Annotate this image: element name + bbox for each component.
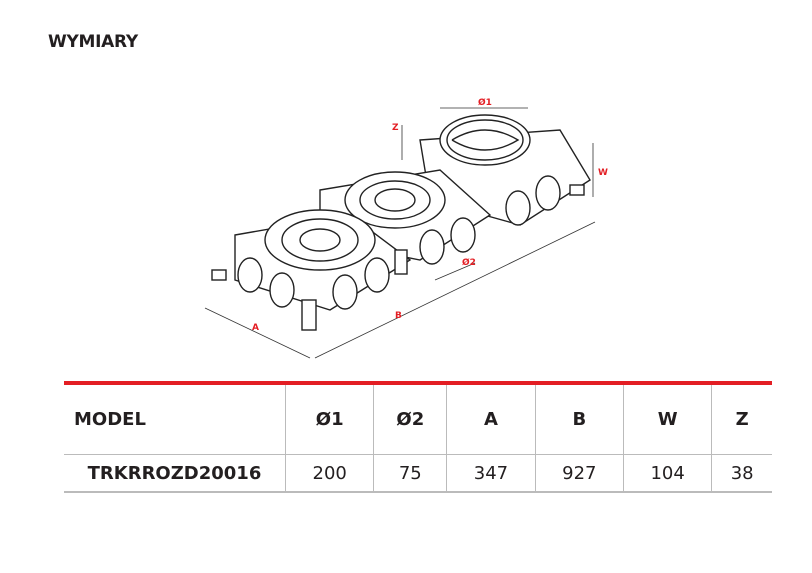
label-w: W: [598, 168, 608, 178]
cell-d2: 75: [373, 454, 448, 493]
label-d1: Ø1: [478, 97, 492, 108]
section-title: WYMIARY: [48, 32, 138, 52]
header-b: B: [535, 383, 624, 455]
label-b: B: [395, 311, 402, 321]
distributor-body: [211, 114, 591, 331]
label-d2: Ø2: [462, 257, 476, 268]
label-a: A: [252, 323, 259, 333]
header-w: W: [623, 383, 713, 455]
distributor-dimension-drawing: Ø1 Ø2 A B W Z: [204, 97, 608, 359]
header-d1: Ø1: [285, 383, 375, 455]
cell-w: 104: [623, 454, 713, 493]
cell-d1: 200: [285, 454, 375, 493]
table-row: TRKRROZD20016 200 75 347 927 104 38: [64, 454, 772, 493]
dimension-lines: [204, 107, 596, 359]
dimensions-table: MODEL Ø1 Ø2 A B W Z TRKRROZD20016 200 75…: [64, 381, 772, 493]
cell-b: 927: [535, 454, 624, 493]
header-a: A: [446, 383, 536, 455]
header-d2: Ø2: [373, 383, 448, 455]
label-z: Z: [392, 123, 399, 133]
header-z: Z: [711, 383, 772, 455]
cell-a: 347: [446, 454, 536, 493]
cell-z: 38: [711, 454, 772, 493]
header-model: MODEL: [64, 383, 286, 455]
cell-model: TRKRROZD20016: [64, 454, 286, 493]
table-header-row: MODEL Ø1 Ø2 A B W Z: [64, 383, 772, 455]
